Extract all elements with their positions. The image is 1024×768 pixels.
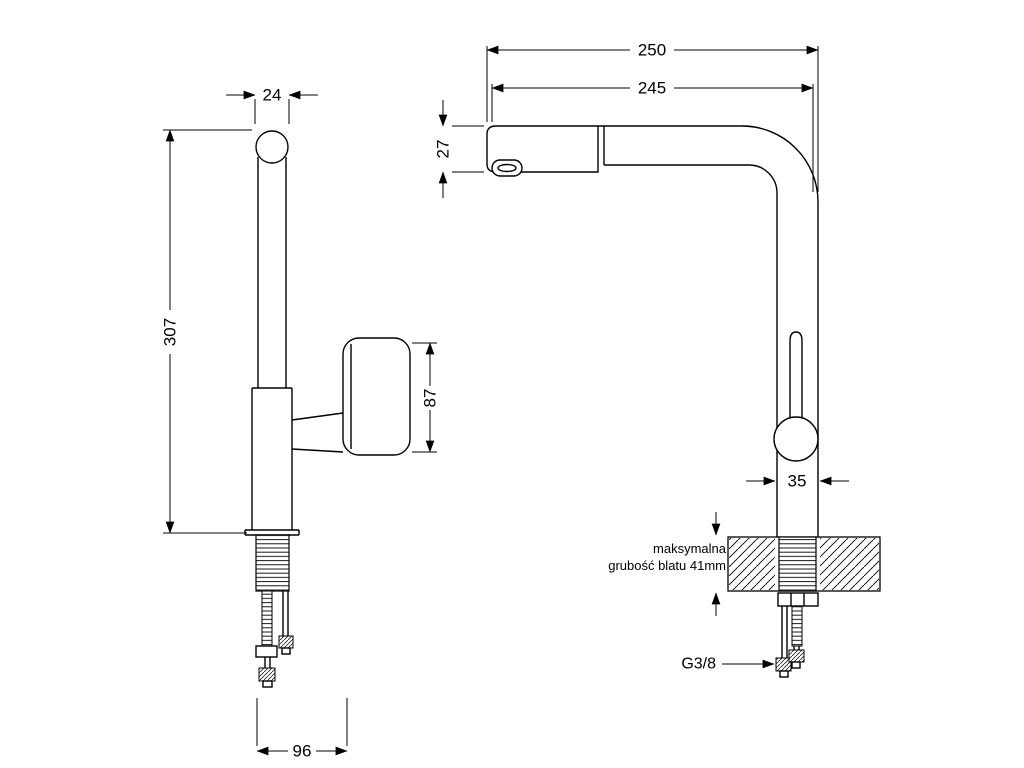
right-spout-inner <box>604 164 778 194</box>
dim-250: 250 <box>486 41 819 192</box>
left-base-flange <box>244 529 300 536</box>
dim-27-label: 27 <box>434 140 453 159</box>
right-view-dimensions: 250 245 27 35 maksymalna grubość blatu 4 <box>434 41 849 673</box>
right-view-faucet-front <box>486 125 881 678</box>
right-hose-fitting-1 <box>775 606 792 678</box>
dim-27: 27 <box>434 100 484 198</box>
left-handle-blade <box>342 337 411 456</box>
right-mounting-stud <box>791 605 803 647</box>
dim-87: 87 <box>412 342 440 453</box>
dim-307: 307 <box>161 129 252 534</box>
dim-35-label: 35 <box>788 472 807 491</box>
thread-size-label: G3/8 <box>681 656 716 673</box>
right-body-column <box>776 193 819 537</box>
counter-thickness-note: maksymalna grubość blatu 41mm <box>608 512 727 616</box>
left-handle-connector <box>291 412 344 453</box>
left-threaded-shank <box>255 534 290 592</box>
dim-87-label: 87 <box>421 389 440 408</box>
counter-note-line1: maksymalna <box>653 541 727 556</box>
right-spout-outer <box>598 125 819 203</box>
left-riser-column <box>257 157 287 388</box>
left-hose-fitting-1 <box>258 657 276 688</box>
dim-245: 245 <box>491 79 814 192</box>
left-spout-head <box>255 130 289 164</box>
right-lever-handle <box>789 331 803 417</box>
dim-307-label: 307 <box>161 318 180 346</box>
right-hose-fitting-2 <box>788 646 805 669</box>
dim-96: 96 <box>256 698 348 761</box>
right-aerator <box>491 159 523 177</box>
dim-35: 35 <box>746 472 849 491</box>
dim-24: 24 <box>226 86 318 124</box>
left-view-dimensions: 24 307 87 96 <box>161 86 440 761</box>
left-view-faucet-side <box>244 130 411 688</box>
dim-96-label: 96 <box>293 742 312 761</box>
counter-note-line2: grubość blatu 41mm <box>608 558 726 573</box>
dim-245-label: 245 <box>638 79 666 98</box>
right-ball-joint <box>773 416 819 462</box>
dim-24-label: 24 <box>263 86 282 105</box>
left-hose-fitting-2 <box>278 591 294 655</box>
right-mounting-nut <box>777 592 819 607</box>
left-mounting-stud <box>255 590 278 658</box>
thread-callout: G3/8 <box>681 656 775 673</box>
dim-250-label: 250 <box>638 41 666 60</box>
right-threaded-shank <box>778 536 817 592</box>
left-lower-body <box>251 387 293 530</box>
